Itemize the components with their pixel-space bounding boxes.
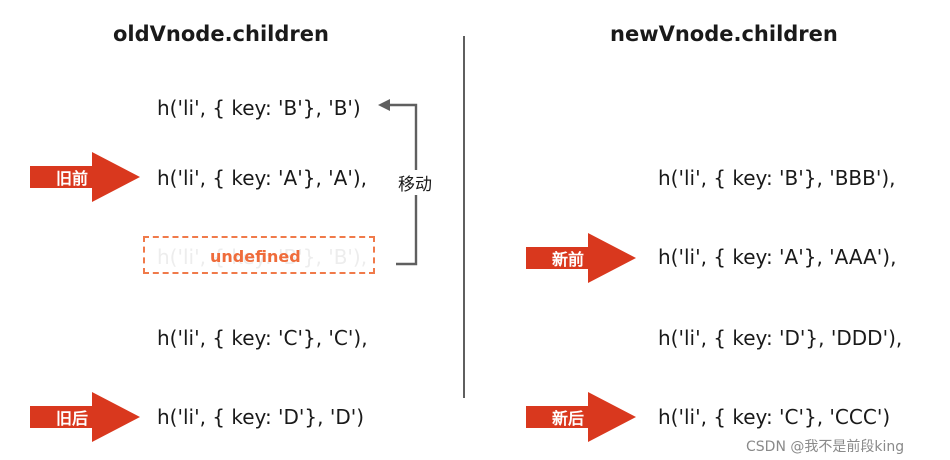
old-start-label: 旧前 [55, 169, 88, 188]
old-row-c: h('li', { key: 'C'}, 'C'), [157, 326, 368, 350]
move-label: 移动 [396, 170, 434, 195]
new-row-c: h('li', { key: 'C'}, 'CCC') [658, 405, 891, 429]
new-row-d: h('li', { key: 'D'}, 'DDD'), [658, 326, 903, 350]
old-end-pointer: 旧后 [30, 392, 140, 442]
old-row-b-moved: h('li', { key: 'B'}, 'B') [157, 96, 361, 120]
right-arrow-icon [526, 392, 636, 442]
right-arrow-icon [526, 233, 636, 283]
right-arrow-icon [30, 152, 140, 202]
old-children-title: oldVnode.children [113, 22, 329, 46]
undefined-placeholder-box [143, 236, 375, 274]
old-row-d: h('li', { key: 'D'}, 'D') [157, 405, 365, 429]
csdn-watermark: CSDN @我不是前段king [746, 439, 905, 455]
new-row-b: h('li', { key: 'B'}, 'BBB'), [658, 166, 896, 190]
new-start-pointer: 新前 [526, 233, 636, 283]
right-arrow-icon [30, 392, 140, 442]
new-children-title: newVnode.children [610, 22, 838, 46]
old-start-pointer: 旧前 [30, 152, 140, 202]
new-end-label: 新后 [551, 409, 584, 428]
new-end-pointer: 新后 [526, 392, 636, 442]
new-start-label: 新前 [551, 250, 584, 269]
old-end-label: 旧后 [55, 409, 88, 428]
column-divider [463, 36, 465, 398]
undefined-label: undefined [210, 247, 301, 266]
old-row-a: h('li', { key: 'A'}, 'A'), [157, 166, 367, 190]
new-row-a: h('li', { key: 'A'}, 'AAA'), [658, 245, 897, 269]
old-row-b-ghost: h('li', { key: 'B'}, 'B'), [157, 245, 368, 269]
